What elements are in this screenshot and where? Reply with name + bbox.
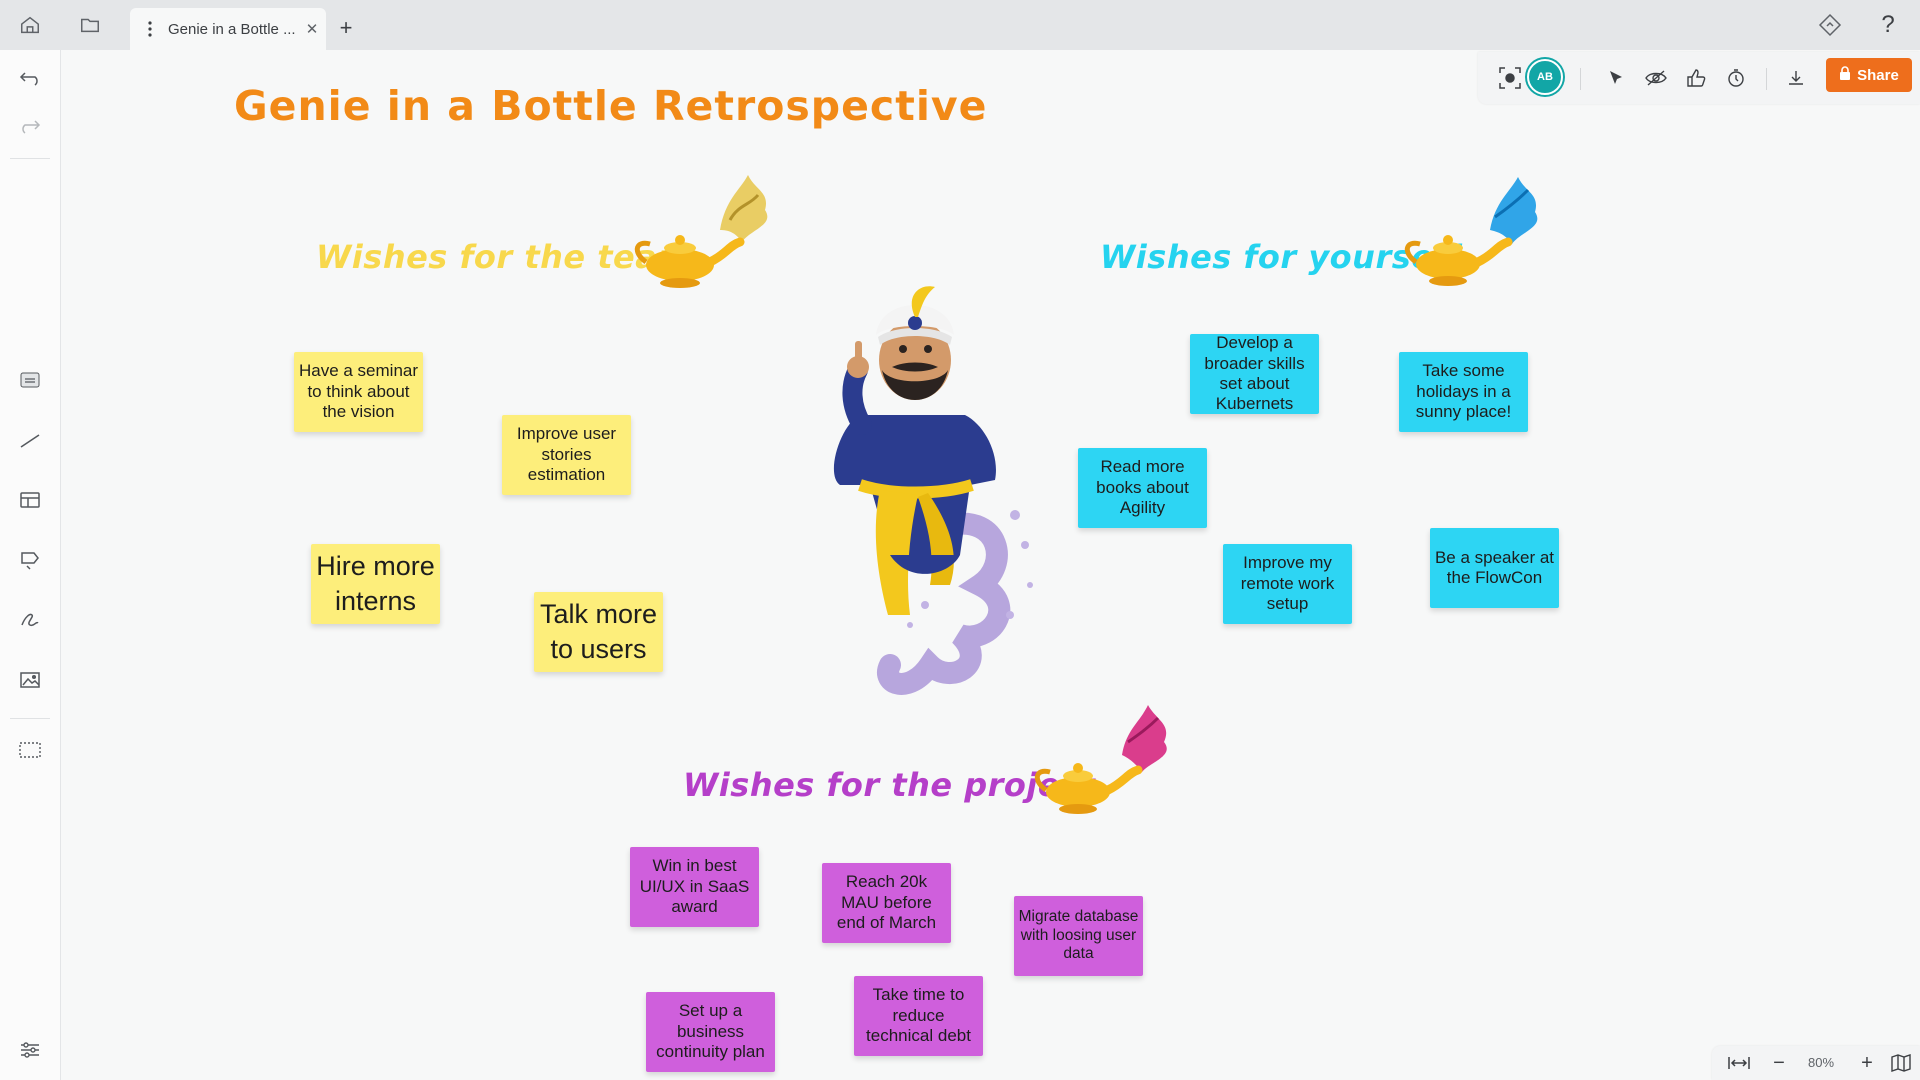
sticky-note-team[interactable]: Hire more interns	[311, 544, 440, 624]
sticky-note-self[interactable]: Develop a broader skills set about Kuber…	[1190, 333, 1319, 414]
zoom-level: 80%	[1808, 1055, 1835, 1070]
help-icon[interactable]: ?	[1881, 11, 1895, 38]
plus-icon[interactable]: +	[339, 15, 353, 40]
magic-lamp-blue-smoke[interactable]	[1400, 172, 1550, 292]
magic-lamp-yellow-smoke[interactable]	[630, 170, 780, 295]
template-icon[interactable]	[8, 480, 52, 520]
divider	[10, 718, 50, 719]
genie-illustration[interactable]	[800, 285, 1040, 735]
zoom-controls: − 80% +	[1712, 1046, 1920, 1080]
divider	[10, 158, 50, 159]
magic-lamp-pink-smoke[interactable]	[1030, 700, 1180, 820]
folder-icon[interactable]	[68, 8, 112, 42]
sticky-note-project[interactable]: Win in best UI/UX in SaaS award	[630, 847, 759, 927]
sticky-note-icon[interactable]	[8, 360, 52, 400]
map-icon[interactable]	[1886, 1050, 1916, 1076]
settings-sliders-icon[interactable]	[8, 1030, 52, 1070]
zoom-out-icon[interactable]: −	[1773, 1051, 1785, 1074]
left-toolbar	[0, 50, 61, 1080]
screen-record-icon[interactable]	[1492, 60, 1528, 96]
image-icon[interactable]	[8, 660, 52, 700]
home-icon[interactable]	[8, 8, 52, 42]
close-icon[interactable]: ✕	[305, 21, 319, 38]
download-icon[interactable]	[1778, 60, 1814, 96]
sticky-note-self[interactable]: Be a speaker at the FlowCon	[1430, 528, 1559, 608]
sticky-note-project[interactable]: Take time to reduce technical debt	[854, 976, 983, 1056]
sticky-note-self[interactable]: Take some holidays in a sunny place!	[1399, 352, 1528, 432]
sticky-note-project[interactable]: Reach 20k MAU before end of March	[822, 863, 951, 943]
zoom-in-icon[interactable]: +	[1861, 1051, 1873, 1074]
sticky-note-team[interactable]: Have a seminar to think about the vision	[294, 352, 423, 432]
line-icon[interactable]	[8, 420, 52, 460]
frame-icon[interactable]	[8, 730, 52, 770]
board-title[interactable]: Genie in a Bottle Retrospective	[234, 82, 988, 130]
diamond-icon[interactable]	[1808, 8, 1852, 42]
heading-self[interactable]: Wishes for yourself	[1100, 238, 1460, 276]
lock-icon	[1839, 66, 1851, 84]
share-button[interactable]: Share	[1826, 58, 1912, 92]
top-bar: Genie in a Bottle ... ✕ + ?	[0, 0, 1920, 50]
heading-project[interactable]: Wishes for the project	[683, 766, 1096, 804]
thumbs-up-icon[interactable]	[1678, 60, 1714, 96]
tab-title: Genie in a Bottle ...	[168, 20, 296, 38]
sticky-note-project[interactable]: Set up a business continuity plan	[646, 992, 775, 1072]
fit-width-icon[interactable]	[1724, 1050, 1754, 1076]
pen-icon[interactable]	[8, 600, 52, 640]
tag-icon[interactable]	[8, 540, 52, 580]
heading-team[interactable]: Wishes for the team	[316, 238, 692, 276]
hide-icon[interactable]	[1638, 60, 1674, 96]
sticky-note-self[interactable]: Improve my remote work setup	[1223, 544, 1352, 624]
share-label: Share	[1857, 66, 1899, 84]
timer-icon[interactable]	[1718, 60, 1754, 96]
sticky-note-team[interactable]: Improve user stories estimation	[502, 415, 631, 495]
tab-board[interactable]: Genie in a Bottle ... ✕	[130, 8, 326, 50]
sticky-note-team[interactable]: Talk more to users	[534, 592, 663, 672]
cursor-icon[interactable]	[1598, 60, 1634, 96]
undo-icon[interactable]	[8, 58, 52, 98]
avatar[interactable]: AB	[1527, 59, 1563, 95]
sticky-note-project[interactable]: Migrate database with loosing user data	[1014, 896, 1143, 976]
sticky-note-self[interactable]: Read more books about Agility	[1078, 448, 1207, 528]
more-vertical-icon[interactable]	[138, 21, 162, 37]
redo-icon[interactable]	[8, 106, 52, 146]
